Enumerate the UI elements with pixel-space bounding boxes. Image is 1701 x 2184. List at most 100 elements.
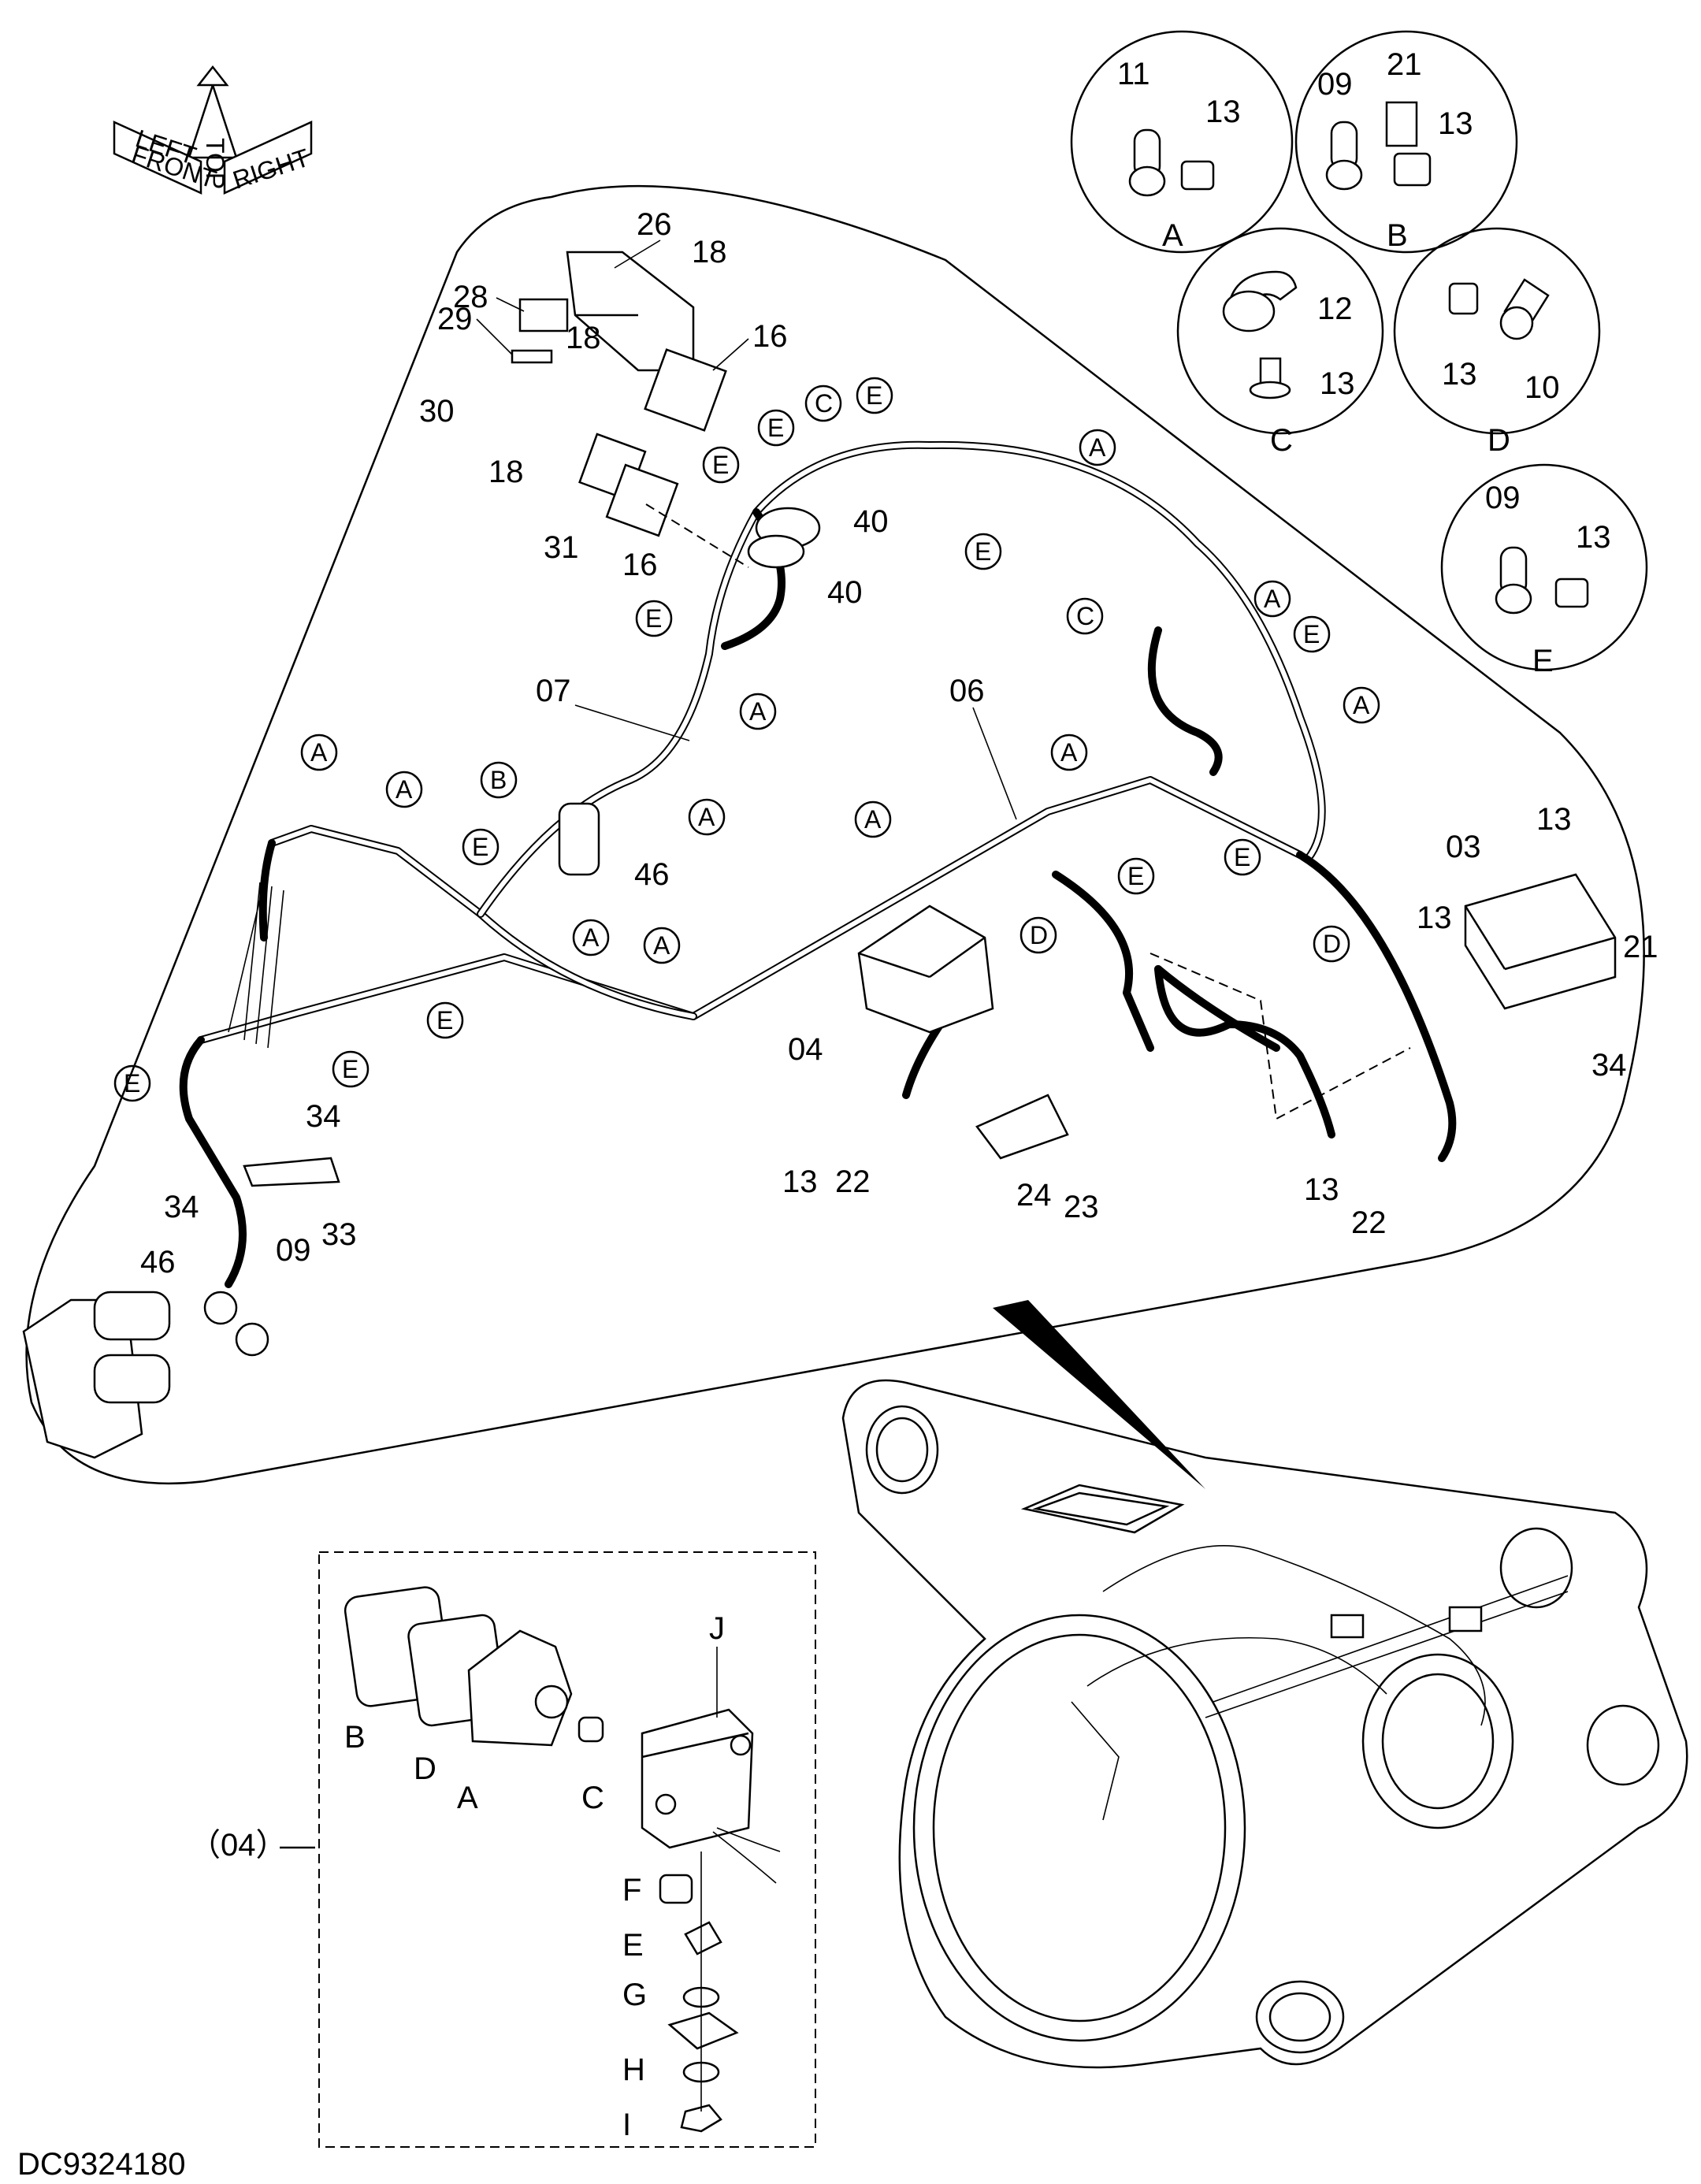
- detail-b-letter: B: [1387, 218, 1408, 253]
- svg-text:D: D: [1030, 921, 1048, 949]
- leader-wedge: [993, 1300, 1205, 1489]
- callout-e-11: E: [1117, 857, 1155, 895]
- part-40-a: 40: [853, 504, 889, 539]
- part-28: 28: [453, 280, 488, 314]
- detail-e: 09 13 E: [1440, 463, 1648, 678]
- detail-b: 09 21 13 B: [1294, 30, 1518, 254]
- orientation-arrow-icon: FRONT RIGHT TOP LEFT: [113, 65, 313, 195]
- svg-text:A: A: [582, 923, 600, 952]
- lamp-part-g: G: [622, 1978, 647, 2012]
- part-34-a: 34: [1591, 1048, 1627, 1083]
- detail-c: 12 13 C: [1176, 227, 1384, 458]
- guide-line: [645, 503, 749, 568]
- part-18-b: 18: [566, 321, 601, 355]
- part-31: 31: [544, 530, 579, 565]
- callout-e-7: E: [757, 409, 795, 447]
- part-21: 21: [1623, 930, 1658, 964]
- part-13-a: 13: [1536, 802, 1572, 837]
- part-04: 04: [788, 1032, 823, 1067]
- svg-text:C: C: [815, 389, 833, 418]
- part-46-a: 46: [634, 857, 670, 892]
- machine-frame: [841, 1379, 1688, 2069]
- part-40-b: 40: [827, 575, 863, 610]
- part-13-d: 13: [1304, 1172, 1339, 1207]
- svg-text:A: A: [310, 738, 328, 767]
- part-18-a: 18: [692, 235, 727, 269]
- guide-line-2: [1149, 953, 1411, 1120]
- detail-b-part-1: 09: [1317, 67, 1353, 102]
- lamp-part-a: A: [457, 1781, 478, 1815]
- part-34-c: 34: [164, 1190, 199, 1224]
- callout-e-5: E: [635, 600, 673, 637]
- gasket-16-upper: [644, 348, 727, 432]
- detail-c-part-1: 12: [1317, 292, 1353, 326]
- detail-d-part-1: 13: [1442, 357, 1477, 392]
- part-30: 30: [419, 394, 455, 429]
- part-07: 07: [536, 674, 571, 708]
- bracket-33: [243, 1157, 340, 1187]
- bracket-23: [975, 1094, 1069, 1160]
- part-09: 09: [276, 1233, 311, 1268]
- part-13-b: 13: [1417, 901, 1452, 935]
- plate-29: [511, 349, 553, 364]
- drawing-code: DC9324180: [17, 2147, 186, 2182]
- lamp-assembly: [344, 1586, 781, 2133]
- callout-a-4: A: [643, 927, 681, 964]
- gasket-16-lower: [605, 463, 679, 537]
- detail-d-part-2: 10: [1525, 370, 1560, 405]
- lamp-part-e: E: [622, 1928, 644, 1963]
- lamp-part-f: F: [622, 1873, 641, 1907]
- detail-e-letter: E: [1532, 644, 1554, 678]
- lamp-part-d: D: [414, 1751, 436, 1786]
- callout-a-11: A: [854, 800, 892, 838]
- callout-e-6: E: [702, 446, 740, 484]
- harness-detail-boundary: [25, 184, 1645, 1485]
- harness-leads: [228, 882, 284, 1049]
- svg-text:E: E: [1303, 620, 1320, 648]
- valve-block: [22, 1291, 269, 1459]
- callout-e-9: E: [964, 533, 1002, 570]
- part-18-c: 18: [488, 455, 524, 489]
- part-24: 24: [1016, 1178, 1052, 1213]
- part-22-b: 22: [1351, 1205, 1387, 1240]
- callout-e-2: E: [426, 1001, 464, 1039]
- svg-text:E: E: [1234, 843, 1250, 871]
- part-23: 23: [1064, 1190, 1099, 1224]
- part-29: 29: [437, 302, 473, 336]
- part-06: 06: [949, 674, 985, 708]
- top-label: TOP: [201, 138, 229, 189]
- svg-text:A: A: [1060, 738, 1078, 767]
- lamp-part-i: I: [622, 2108, 631, 2142]
- callout-a-8: A: [1253, 580, 1291, 618]
- lamp-assembly-ref: （04）: [189, 1828, 288, 1863]
- callout-a-5: A: [688, 798, 726, 836]
- callout-c-2: C: [1066, 597, 1104, 635]
- lamp-part-h: H: [622, 2052, 645, 2087]
- svg-text:A: A: [396, 775, 413, 804]
- callout-a-2: A: [385, 771, 423, 808]
- callout-e-12: E: [1224, 838, 1261, 876]
- callout-a-9: A: [1343, 686, 1380, 724]
- callout-a-1: A: [300, 734, 338, 771]
- part-26: 26: [637, 207, 672, 242]
- detail-e-part-1: 09: [1485, 481, 1521, 515]
- svg-text:A: A: [749, 697, 767, 726]
- detail-d: 13 10 D: [1393, 227, 1601, 458]
- lamp-part-b: B: [344, 1720, 366, 1755]
- relay-box-03: [1464, 873, 1617, 1010]
- callout-b: B: [480, 761, 518, 799]
- detail-a-part-1: 11: [1117, 57, 1150, 91]
- svg-text:A: A: [1089, 433, 1106, 462]
- light-box-04: [857, 904, 994, 1034]
- detail-b-part-2: 21: [1387, 47, 1422, 82]
- callout-a-6: A: [739, 693, 777, 730]
- svg-text:E: E: [975, 537, 991, 566]
- svg-text:E: E: [767, 414, 784, 442]
- detail-e-part-2: 13: [1576, 520, 1611, 555]
- svg-text:C: C: [1076, 602, 1094, 630]
- svg-text:A: A: [1264, 585, 1281, 613]
- grommet-40-lower: [747, 534, 805, 569]
- svg-text:D: D: [1323, 930, 1341, 958]
- part-34-b: 34: [306, 1099, 341, 1134]
